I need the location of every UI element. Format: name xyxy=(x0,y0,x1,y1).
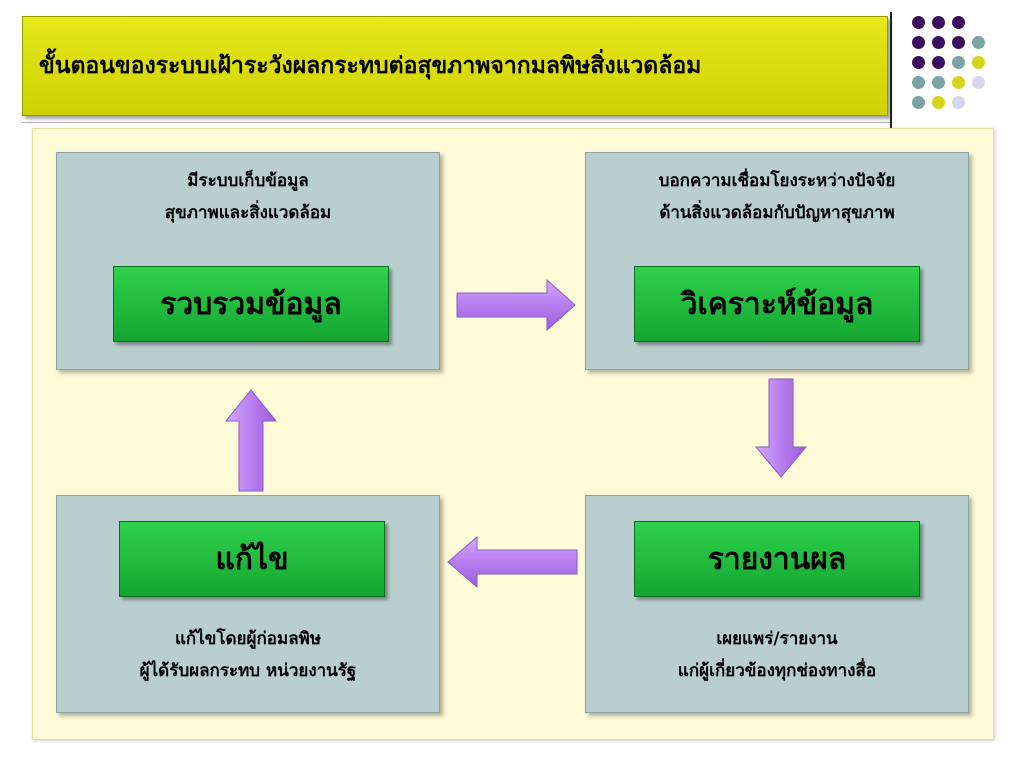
step-box-analyze: บอกความเชื่อมโยงระหว่างปัจจัย ด้านสิ่งแว… xyxy=(585,152,969,370)
decorative-dot xyxy=(972,76,985,89)
decorative-dot xyxy=(952,76,965,89)
step-box-collect: มีระบบเก็บข้อมูล สุขภาพและสิ่งแวดล้อม รว… xyxy=(56,152,440,370)
step-description-line: ด้านสิ่งแวดล้อมกับปัญหาสุขภาพ xyxy=(659,203,895,223)
title-divider-horizontal xyxy=(22,122,890,123)
decorative-dot xyxy=(952,56,965,69)
decorative-dot xyxy=(932,16,945,29)
step-description-line: เผยแพร่/รายงาน xyxy=(716,629,838,649)
step-description-line: สุขภาพและสิ่งแวดล้อม xyxy=(164,203,332,223)
step-label-report: รายงานผล xyxy=(634,521,920,597)
arrow-up-icon xyxy=(224,389,278,492)
step-description-line: มีระบบเก็บข้อมูล xyxy=(187,171,309,191)
step-box-fix: แก้ไข แก้ไขโดยผู้ก่อมลพิษ ผู้ได้รับผลกระ… xyxy=(56,495,440,713)
arrow-left-icon xyxy=(447,535,578,589)
flow-panel: มีระบบเก็บข้อมูล สุขภาพและสิ่งแวดล้อม รว… xyxy=(32,128,994,740)
step-label-fix: แก้ไข xyxy=(119,521,385,597)
decorative-dot xyxy=(912,76,925,89)
decorative-dot xyxy=(932,96,945,109)
decorative-dot xyxy=(952,16,965,29)
step-description-line: บอกความเชื่อมโยงระหว่างปัจจัย xyxy=(658,171,896,191)
arrow-right-icon xyxy=(456,278,576,332)
step-label-collect: รวบรวมข้อมูล xyxy=(113,266,389,342)
decorative-dot xyxy=(932,76,945,89)
title-divider-vertical xyxy=(890,12,892,130)
step-description-line: แก้ไขโดยผู้ก่อมลพิษ xyxy=(174,629,322,649)
step-description-line: แก่ผู้เกี่ยวข้องทุกช่องทางสื่อ xyxy=(677,661,877,681)
decorative-dot xyxy=(912,56,925,69)
step-box-report: รายงานผล เผยแพร่/รายงาน แก่ผู้เกี่ยวข้อง… xyxy=(585,495,969,713)
title-banner: ขั้นตอนของระบบเฝ้าระวังผลกระทบต่อสุขภาพจ… xyxy=(22,16,888,116)
decorative-dot xyxy=(952,96,965,109)
decorative-dot xyxy=(932,36,945,49)
decorative-dot xyxy=(972,56,985,69)
decorative-dot xyxy=(932,56,945,69)
decorative-dot xyxy=(972,36,985,49)
step-description-line: ผู้ได้รับผลกระทบ หน่วยงานรัฐ xyxy=(139,661,357,681)
decorative-dot xyxy=(912,16,925,29)
decorative-dot xyxy=(912,96,925,109)
decorative-dot xyxy=(952,36,965,49)
page-title: ขั้นตอนของระบบเฝ้าระวังผลกระทบต่อสุขภาพจ… xyxy=(39,53,702,79)
decorative-dot xyxy=(912,36,925,49)
decorative-dot-grid xyxy=(912,16,1012,126)
arrow-down-icon xyxy=(754,378,808,478)
step-label-analyze: วิเคราะห์ข้อมูล xyxy=(634,266,920,342)
